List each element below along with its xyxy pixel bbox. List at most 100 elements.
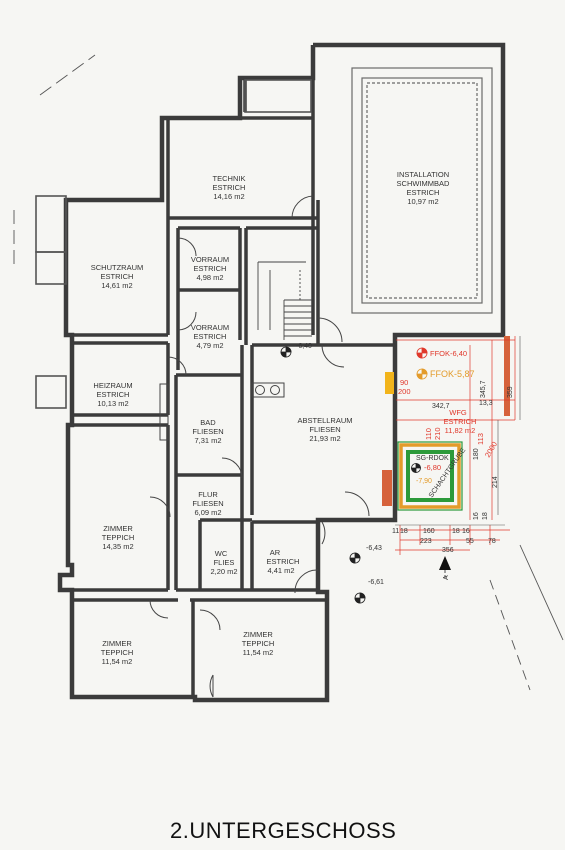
svg-text:FLIESEN: FLIESEN — [192, 427, 223, 436]
svg-text:14,61 m2: 14,61 m2 — [101, 281, 132, 290]
level-sg-val: -6,80 — [424, 463, 441, 472]
svg-text:2,20 m2: 2,20 m2 — [210, 567, 237, 576]
svg-text:11: 11 — [392, 528, 399, 535]
svg-text:TEPPICH: TEPPICH — [101, 648, 134, 657]
svg-text:FLIESEN: FLIESEN — [309, 425, 340, 434]
svg-text:INSTALLATION: INSTALLATION — [397, 170, 449, 179]
svg-text:ESTRICH: ESTRICH — [194, 264, 227, 273]
svg-text:359: 359 — [507, 386, 514, 398]
svg-text:2000: 2000 — [483, 440, 499, 459]
svg-text:ESTRICH: ESTRICH — [97, 390, 130, 399]
room-technik: TECHNIK ESTRICH 14,16 m2 — [213, 174, 246, 201]
svg-text:7,31 m2: 7,31 m2 — [194, 436, 221, 445]
svg-text:180: 180 — [473, 448, 480, 460]
room-flur: FLUR FLIESEN 6,09 m2 — [192, 490, 223, 517]
svg-text:TEPPICH: TEPPICH — [242, 639, 275, 648]
svg-text:55: 55 — [466, 538, 474, 545]
room-labels: TECHNIK ESTRICH 14,16 m2 INSTALLATION SC… — [91, 170, 477, 666]
svg-text:4,98 m2: 4,98 m2 — [196, 273, 223, 282]
room-abstellraum: ABSTELLRAUM FLIESEN 21,93 m2 — [297, 416, 352, 443]
svg-text:TEPPICH: TEPPICH — [102, 533, 135, 542]
svg-text:214: 214 — [492, 476, 499, 488]
svg-text:ESTRICH: ESTRICH — [194, 332, 227, 341]
level-stair: -6,40 — [296, 343, 312, 350]
level-markers — [280, 346, 428, 604]
svg-text:11,54 m2: 11,54 m2 — [243, 648, 274, 657]
svg-text:21,93 m2: 21,93 m2 — [309, 434, 340, 443]
svg-text:SCHUTZRAUM: SCHUTZRAUM — [91, 263, 144, 272]
svg-text:223: 223 — [420, 538, 432, 545]
svg-text:78: 78 — [488, 538, 496, 545]
stair — [257, 261, 312, 340]
svg-text:WFG: WFG — [449, 408, 467, 417]
level-ffok-1: FFOK-6,40 — [430, 349, 467, 358]
svg-text:FLIESEN: FLIESEN — [192, 499, 223, 508]
svg-text:356: 356 — [442, 547, 454, 554]
svg-text:345,7: 345,7 — [480, 380, 487, 398]
svg-text:BAD: BAD — [200, 418, 216, 427]
level-sg-val2: -7,90 — [416, 478, 432, 485]
room-ar: AR ESTRICH 4,41 m2 — [267, 548, 300, 575]
svg-text:11,54 m2: 11,54 m2 — [102, 657, 133, 666]
svg-text:18: 18 — [400, 528, 408, 535]
svg-text:90: 90 — [400, 378, 408, 387]
room-vorraum-1: VORRAUM ESTRICH 4,98 m2 — [191, 255, 229, 282]
svg-text:6,09 m2: 6,09 m2 — [194, 508, 221, 517]
room-zimmer-1: ZIMMER TEPPICH 14,35 m2 — [102, 524, 135, 551]
svg-text:16: 16 — [462, 528, 470, 535]
svg-text:10,13 m2: 10,13 m2 — [97, 399, 128, 408]
svg-text:ZIMMER: ZIMMER — [102, 639, 132, 648]
svg-text:WC: WC — [215, 549, 228, 558]
svg-text:4,41 m2: 4,41 m2 — [267, 566, 294, 575]
svg-text:TECHNIK: TECHNIK — [213, 174, 246, 183]
svg-text:SCHWIMMBAD: SCHWIMMBAD — [397, 179, 450, 188]
level-south: -6,61 — [368, 579, 384, 586]
svg-text:13,3: 13,3 — [479, 400, 493, 407]
room-schwimmbad: INSTALLATION SCHWIMMBAD ESTRICH 10,97 m2 — [397, 170, 450, 206]
svg-text:ESTRICH: ESTRICH — [444, 417, 477, 426]
room-heizraum: HEIZRAUM ESTRICH 10,13 m2 — [93, 381, 132, 408]
svg-text:ESTRICH: ESTRICH — [407, 188, 440, 197]
svg-text:113: 113 — [476, 433, 485, 445]
svg-text:200: 200 — [398, 387, 411, 396]
lift-shaft — [382, 336, 510, 511]
svg-text:10,97 m2: 10,97 m2 — [407, 197, 438, 206]
svg-text:4,79 m2: 4,79 m2 — [196, 341, 223, 350]
svg-text:ESTRICH: ESTRICH — [101, 272, 134, 281]
room-schutzraum: SCHUTZRAUM ESTRICH 14,61 m2 — [91, 263, 144, 290]
room-zimmer-3: ZIMMER TEPPICH 11,54 m2 — [242, 630, 275, 657]
plan-title: 2.UNTERGESCHOSS — [170, 818, 396, 843]
section-marker: A — [439, 556, 451, 580]
svg-text:160: 160 — [423, 528, 435, 535]
svg-text:16: 16 — [473, 512, 480, 520]
svg-text:ZIMMER: ZIMMER — [103, 524, 133, 533]
boiler-symbols — [159, 382, 285, 441]
svg-text:ESTRICH: ESTRICH — [213, 183, 246, 192]
svg-text:ZIMMER: ZIMMER — [243, 630, 273, 639]
svg-text:342,7: 342,7 — [432, 403, 450, 410]
level-ar-east: -6,43 — [366, 545, 382, 552]
svg-text:VORRAUM: VORRAUM — [191, 255, 229, 264]
room-vorraum-2: VORRAUM ESTRICH 4,79 m2 — [191, 323, 229, 350]
dim-lines-red — [395, 336, 516, 555]
light-wells — [35, 79, 312, 409]
svg-text:ABSTELLRAUM: ABSTELLRAUM — [297, 416, 352, 425]
svg-text:AR: AR — [270, 548, 281, 557]
dim-lines-black — [395, 336, 521, 526]
level-ffok-2: FFOK-5,87 — [430, 369, 475, 379]
svg-text:FLUR: FLUR — [198, 490, 218, 499]
room-bad: BAD FLIESEN 7,31 m2 — [192, 418, 223, 445]
pool-outline — [351, 67, 493, 314]
svg-text:14,35 m2: 14,35 m2 — [102, 542, 133, 551]
svg-text:210: 210 — [433, 427, 442, 440]
svg-text:11,82 m2: 11,82 m2 — [445, 426, 476, 435]
doors — [149, 195, 370, 698]
room-wc: WC FLIES 2,20 m2 — [210, 549, 237, 576]
svg-text:VORRAUM: VORRAUM — [191, 323, 229, 332]
section-label: A — [443, 575, 450, 580]
outer-walls — [57, 42, 506, 703]
svg-text:18: 18 — [482, 512, 489, 520]
room-zimmer-2: ZIMMER TEPPICH 11,54 m2 — [101, 639, 134, 666]
svg-text:18: 18 — [452, 528, 460, 535]
site-lines — [13, 54, 564, 691]
